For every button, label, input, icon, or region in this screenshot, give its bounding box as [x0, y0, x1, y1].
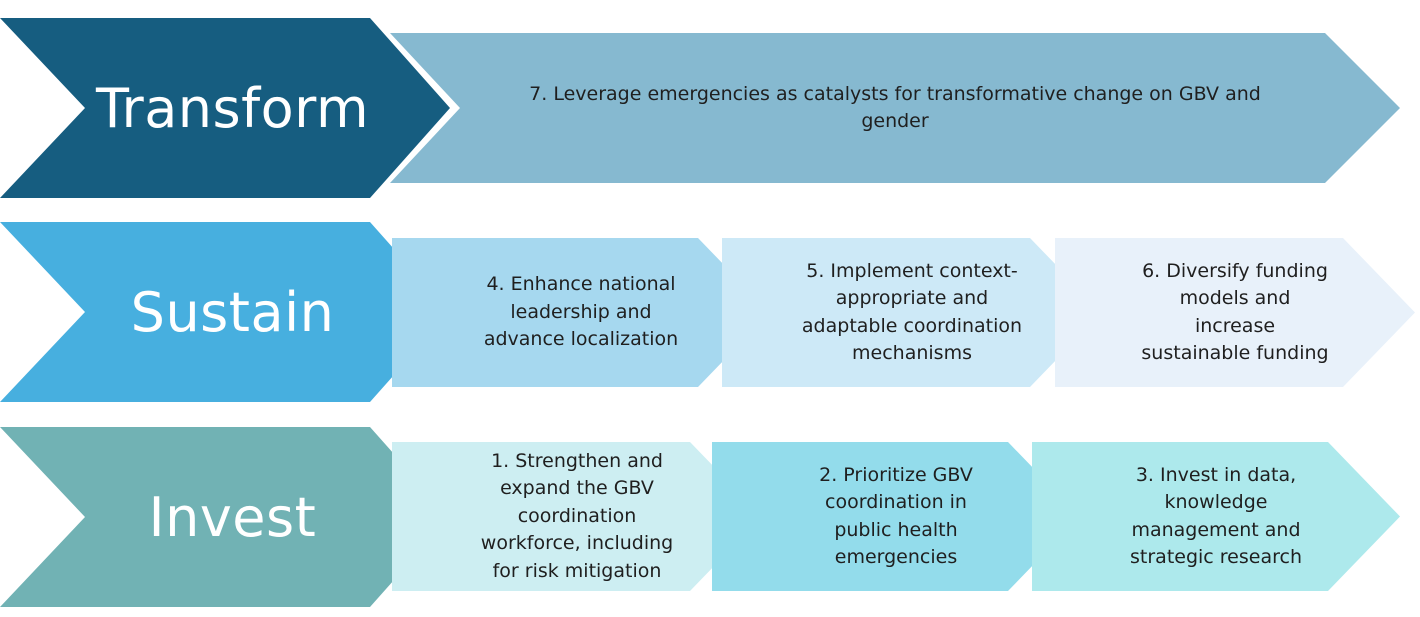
chevron-shape — [390, 33, 1400, 183]
chevron-invest: Invest — [0, 427, 450, 607]
chevron-polygon — [0, 427, 450, 607]
chevron-shape — [0, 427, 450, 607]
chevron-shape — [392, 238, 770, 387]
chevron-transform: Transform — [0, 18, 450, 198]
chevron-polygon — [722, 238, 1102, 387]
chevron-polygon — [1055, 238, 1415, 387]
chevron-shape — [712, 442, 1080, 591]
chevron-shape — [392, 442, 762, 591]
chevron-shape — [0, 222, 450, 402]
chevron-polygon — [0, 222, 450, 402]
chevron-shape — [722, 238, 1102, 387]
chevron-shape — [0, 18, 450, 198]
step-text: 7. Leverage emergencies as catalysts for… — [529, 82, 1261, 133]
chevron-polygon — [392, 442, 762, 591]
chevron-shape — [1055, 238, 1415, 387]
chevron-sustain: Sustain — [0, 222, 450, 402]
chevron-shape — [1032, 442, 1400, 591]
chevron-polygon — [0, 18, 450, 198]
step-5-context-appropriate: 5. Implement context-appropriate and ada… — [722, 238, 1102, 387]
chevron-polygon — [712, 442, 1080, 591]
chevron-polygon — [392, 238, 770, 387]
chevron-label-transform: Transform — [95, 76, 370, 140]
chevron-polygon — [1032, 442, 1400, 591]
step-7-leverage-emergencies: 7. Leverage emergencies as catalysts for… — [390, 33, 1400, 183]
chevron-label-invest: Invest — [148, 485, 317, 549]
step-text: 5. Implement context-appropriate and ada… — [801, 259, 1023, 365]
chevron-polygon — [390, 33, 1400, 183]
chevron-label-sustain: Sustain — [130, 280, 335, 344]
